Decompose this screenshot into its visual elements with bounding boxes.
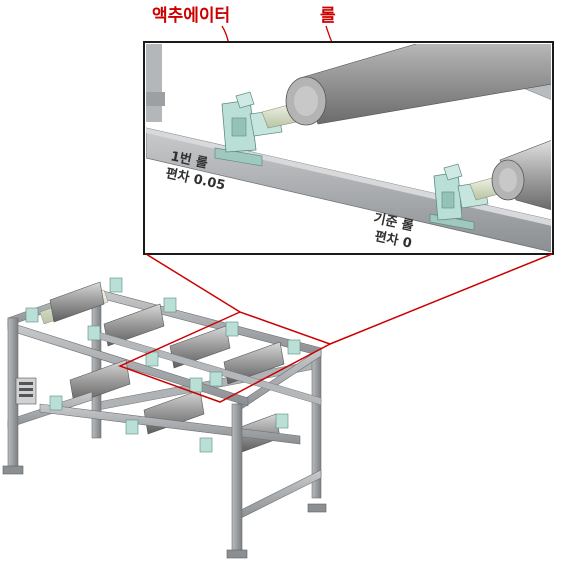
inset-roll-1 [285,44,551,126]
inset-roll-2 [491,140,551,211]
rack-actuator-brackets [25,277,301,453]
actuator-label: 액추에이터 [152,6,231,26]
zoom-region-outline [118,311,332,403]
rack-assembly [2,277,332,559]
inset-view: 1번 롤 편차 0.05 기준 롤 편차 0 [143,41,554,255]
reference-roll-deviation: 편차 0 [373,228,413,251]
inset-actuator-2 [429,163,489,231]
zoom-leader-lines [145,253,553,345]
upper-back-rolls [39,281,285,385]
roll-label: 롤 [320,6,336,26]
control-box [15,377,37,405]
